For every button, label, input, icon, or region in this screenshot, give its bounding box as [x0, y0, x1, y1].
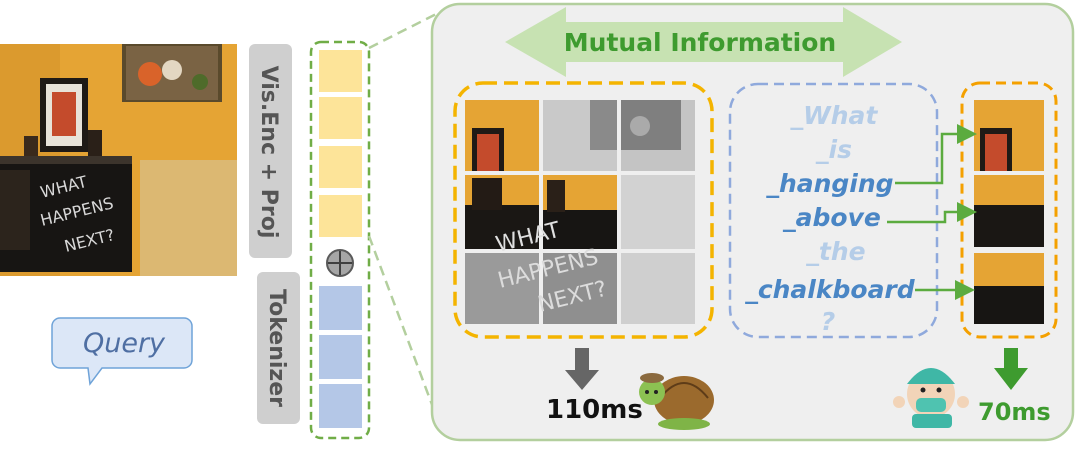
vis-encoder-label: Vis.Enc + Proj	[256, 66, 281, 239]
question-token: _hanging	[765, 169, 893, 198]
full-patches-outline	[453, 81, 714, 339]
arrow-above	[887, 202, 977, 224]
text-token-stack	[319, 286, 362, 428]
vis-encoder-box: Vis.Enc + Proj	[249, 44, 292, 258]
patch-dropped	[621, 253, 695, 324]
query-bubble: Query	[51, 317, 193, 386]
question-token: _chalkboard	[744, 275, 915, 304]
turtle-icon	[639, 373, 714, 430]
visual-token	[319, 146, 362, 188]
slow-time-label: 110ms	[546, 395, 643, 425]
question-token: _the	[805, 237, 865, 266]
token-to-patch-arrows	[887, 124, 977, 300]
patch-dropped	[543, 253, 617, 324]
visual-token-stack	[319, 50, 362, 237]
down-arrow-fast	[994, 348, 1028, 390]
visual-token	[319, 97, 362, 139]
down-arrow-slow	[565, 348, 599, 390]
visual-token	[319, 50, 362, 92]
patch-grid: WHAT HAPPENS NEXT?	[465, 100, 695, 324]
surgeon-icon	[893, 368, 969, 428]
query-label: Query	[83, 328, 166, 359]
tokenizer-label: Tokenizer	[264, 289, 289, 407]
patch-dropped	[621, 175, 695, 249]
token-column-outline	[309, 40, 371, 440]
fast-time-label: 70ms	[978, 398, 1051, 426]
zoom-line-bottom	[367, 235, 436, 411]
text-token	[319, 286, 362, 330]
selected-patches	[974, 100, 1044, 324]
question-tokens-outline	[728, 82, 939, 339]
text-token	[319, 384, 362, 428]
question-token: _above	[782, 203, 881, 232]
mutual-information-arrow: Mutual Information	[505, 7, 902, 77]
mutual-information-label: Mutual Information	[564, 28, 836, 57]
text-token	[319, 335, 362, 379]
concat-icon	[326, 249, 354, 277]
tokenizer-box: Tokenizer	[257, 272, 300, 424]
question-tokens: _What _is _hanging _above _the _chalkboa…	[744, 101, 915, 336]
arrow-hanging	[895, 124, 977, 185]
source-image: WHAT HAPPENS NEXT?	[0, 44, 237, 276]
patch-dropped	[465, 253, 539, 324]
question-token: _What	[790, 101, 879, 130]
selected-patches-outline	[960, 81, 1058, 339]
question-token: ?	[821, 307, 836, 336]
question-token: _is	[815, 135, 852, 164]
visual-token	[319, 195, 362, 237]
